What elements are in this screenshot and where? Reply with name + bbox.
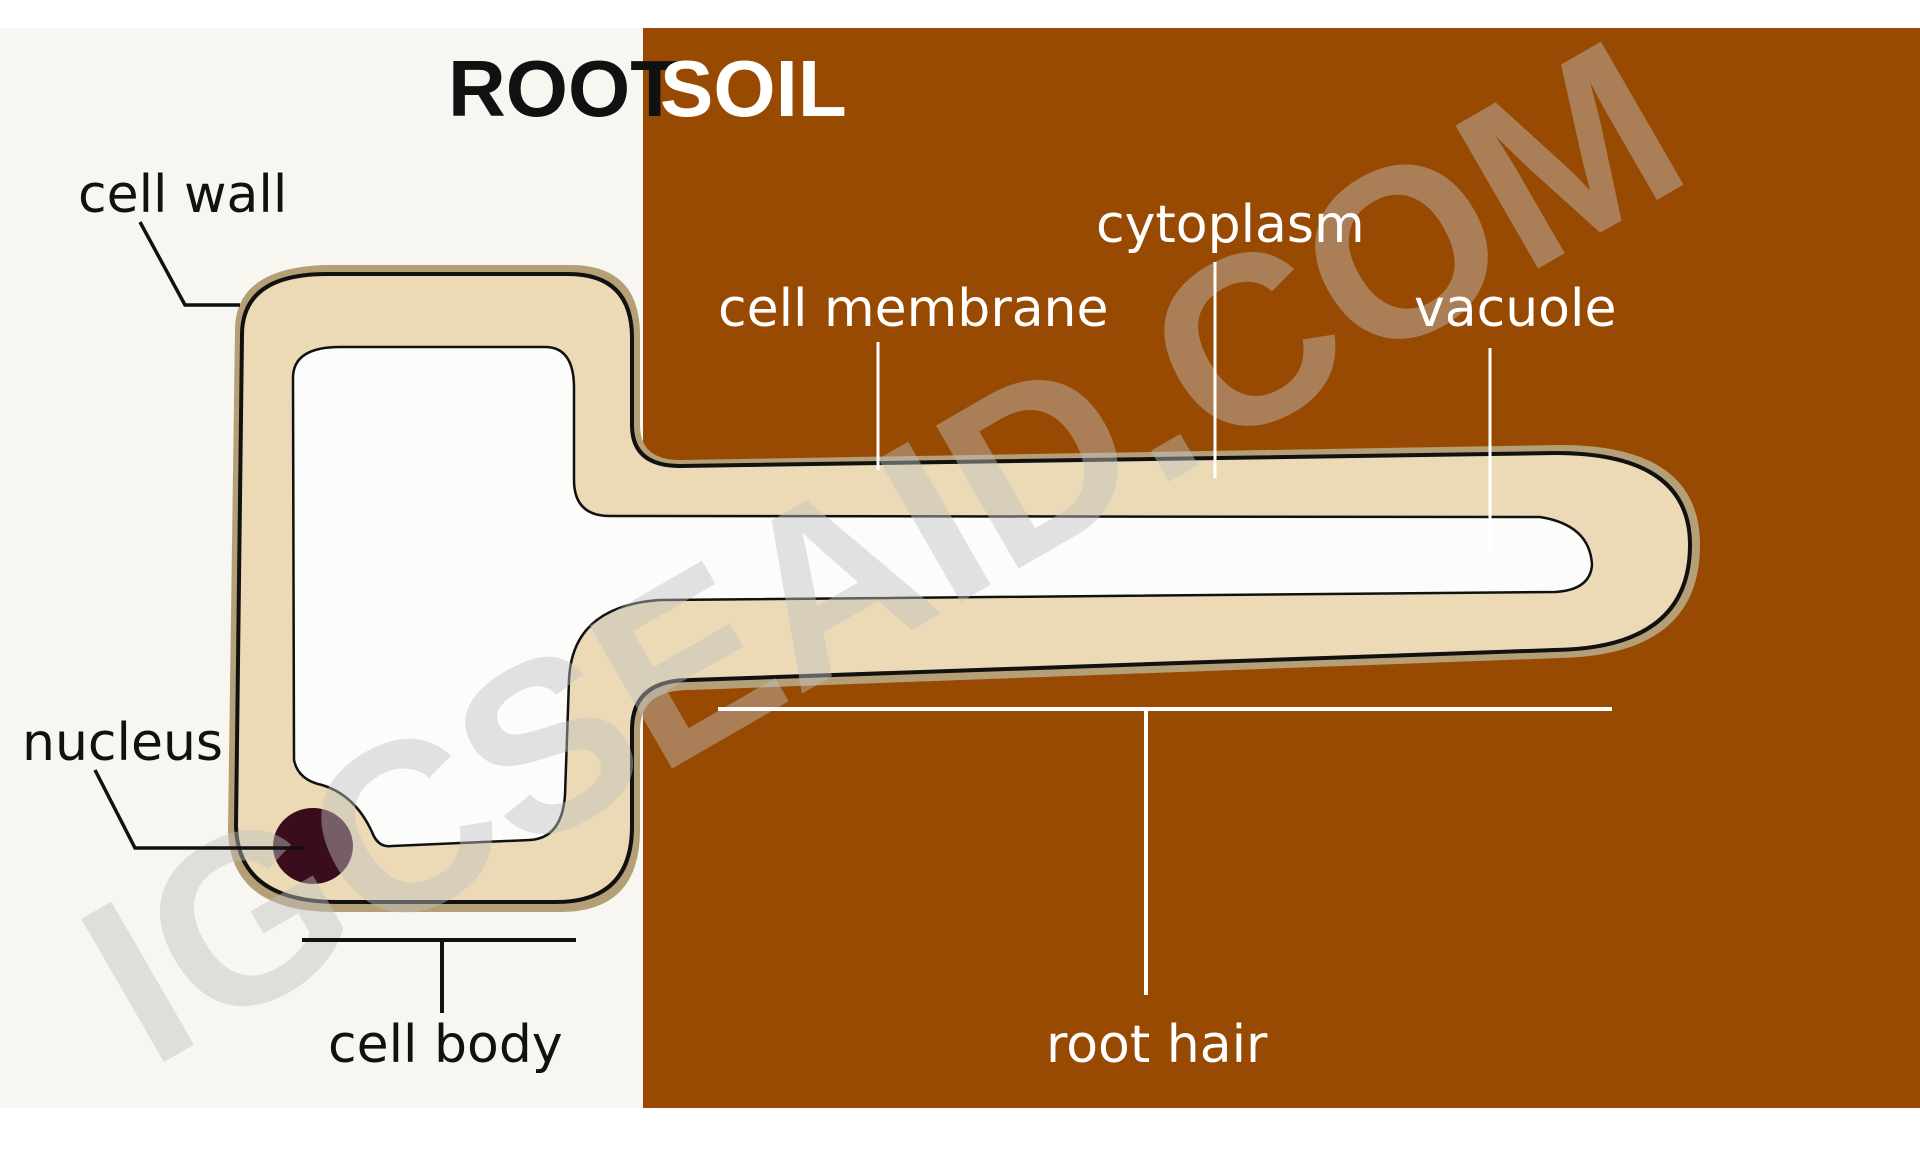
soil-title: SOIL [660, 44, 847, 133]
root-hair-label: root hair [1046, 1015, 1268, 1075]
root-title: ROOT [448, 44, 679, 133]
cell-wall-leader-line [138, 221, 240, 307]
cytoplasm-label: cytoplasm [1096, 195, 1365, 255]
nucleus-organelle [273, 808, 353, 884]
vacuole-label: vacuole [1414, 279, 1616, 339]
cell-body-label: cell body [328, 1015, 563, 1075]
cell-membrane-label: cell membrane [718, 279, 1109, 339]
nucleus-leader-line [93, 769, 305, 850]
nucleus-label: nucleus [22, 713, 223, 773]
vacuole-region [291, 345, 1594, 848]
cell-wall-label: cell wall [78, 165, 287, 225]
